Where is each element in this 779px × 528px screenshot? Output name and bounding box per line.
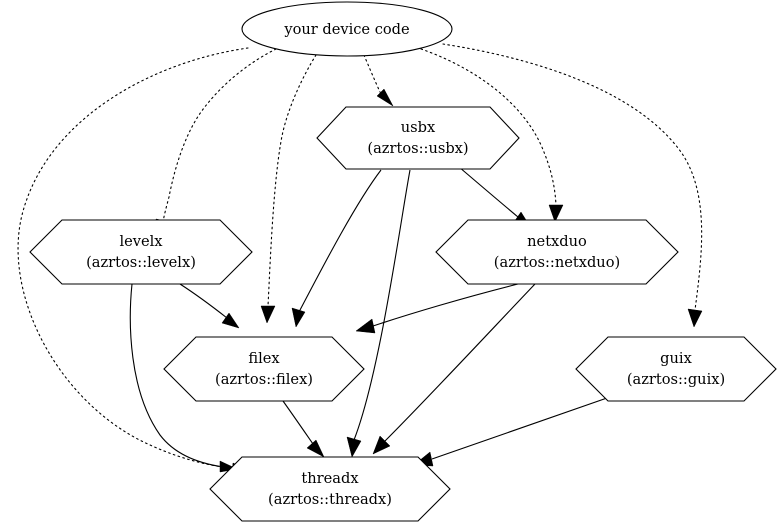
node-usbx[interactable]: usbx (azrtos::usbx) xyxy=(316,106,520,170)
edge-usbx-to-threadx xyxy=(346,169,411,458)
device-code-label: your device code xyxy=(283,21,409,38)
levelx-sublabel: (azrtos::levelx) xyxy=(86,254,196,271)
usbx-label: usbx xyxy=(401,119,436,136)
usbx-octagon[interactable] xyxy=(316,106,520,170)
device-code-ellipse[interactable] xyxy=(241,1,453,57)
node-netxduo[interactable]: netxduo (azrtos::netxduo) xyxy=(435,219,679,285)
node-threadx[interactable]: threadx (azrtos::threadx) xyxy=(209,456,451,522)
edge-group-solid xyxy=(129,166,608,473)
edge-usbx-to-netxduo xyxy=(458,166,532,229)
edge-device-to-levelx xyxy=(155,48,277,237)
edge-group-dotted xyxy=(17,43,703,475)
usbx-sublabel: (azrtos::usbx) xyxy=(367,140,468,157)
edge-guix-to-threadx xyxy=(413,397,608,467)
guix-sublabel: (azrtos::guix) xyxy=(627,371,725,388)
filex-sublabel: (azrtos::filex) xyxy=(215,371,313,388)
levelx-octagon[interactable] xyxy=(29,219,253,285)
netxduo-label: netxduo xyxy=(527,233,587,250)
filex-octagon[interactable] xyxy=(163,336,365,402)
edge-device-to-usbx xyxy=(363,54,394,107)
threadx-label: threadx xyxy=(301,470,359,487)
netxduo-octagon[interactable] xyxy=(435,219,679,285)
edge-device-to-guix xyxy=(442,43,703,328)
edge-device-to-netxduo xyxy=(420,48,564,223)
levelx-label: levelx xyxy=(119,233,163,250)
node-guix[interactable]: guix (azrtos::guix) xyxy=(575,336,777,402)
guix-label: guix xyxy=(660,350,692,367)
netxduo-sublabel: (azrtos::netxduo) xyxy=(494,254,620,271)
threadx-sublabel: (azrtos::threadx) xyxy=(268,491,392,508)
edge-usbx-to-filex xyxy=(291,169,382,328)
edge-netxduo-to-filex xyxy=(355,283,519,334)
filex-label: filex xyxy=(248,350,280,367)
guix-octagon[interactable] xyxy=(575,336,777,402)
edge-filex-to-threadx xyxy=(282,400,325,458)
threadx-octagon[interactable] xyxy=(209,456,451,522)
edge-device-to-filex xyxy=(260,54,317,324)
node-filex[interactable]: filex (azrtos::filex) xyxy=(163,336,365,402)
node-levelx[interactable]: levelx (azrtos::levelx) xyxy=(29,219,253,285)
node-your-device-code[interactable]: your device code xyxy=(241,1,453,57)
edge-netxduo-to-threadx xyxy=(372,283,536,455)
edge-levelx-to-filex xyxy=(179,283,240,329)
